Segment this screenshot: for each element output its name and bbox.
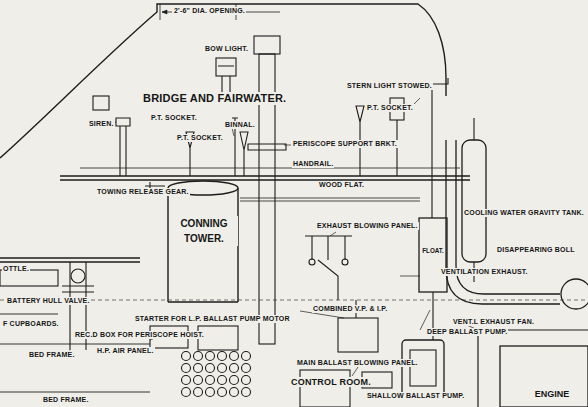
vent-fan-frame [478, 330, 588, 407]
gauge [230, 352, 239, 361]
exhaust-blowing-panel [305, 236, 352, 300]
float-pipe [426, 78, 448, 218]
combined-vp-ip [338, 318, 378, 352]
pt-socket [240, 132, 248, 176]
part-label: WOOD FLAT. [318, 181, 365, 189]
part-label: DISAPPEARING BOLL [496, 246, 576, 254]
part-label: TOWING RELEASE GEAR. [96, 188, 190, 196]
gauge [182, 364, 191, 373]
part-label: BINNAL. [224, 121, 256, 129]
part-label: BATTERY HULL VALVE. [6, 297, 91, 305]
valve [309, 259, 315, 265]
part-label: VENT.L EXHAUST FAN. [452, 318, 535, 326]
part-label: VENTILATION EXHAUST. [440, 268, 529, 276]
part-title: FLOAT. [421, 246, 445, 255]
labelled-part: FLOAT. [419, 244, 447, 257]
tank-pipe [473, 118, 474, 282]
cooling-water-tank [462, 140, 486, 262]
gauge [206, 376, 215, 385]
gauge [242, 352, 251, 361]
part-title: CONNING TOWER. [170, 216, 238, 246]
casing-line [0, 258, 140, 262]
conning-tower [168, 188, 238, 302]
part-label: COOLING WATER GRAVITY TANK. [463, 209, 585, 217]
gauge [218, 364, 227, 373]
part-label: REC.D BOX FOR PERISCOPE HOIST. [74, 331, 205, 339]
part-label: HANDRAIL. [292, 160, 334, 168]
labelled-part: CONNING TOWER. [170, 214, 238, 248]
part-label: P.T. SOCKET. [150, 114, 198, 122]
part-label: P.T. SOCKET. [366, 104, 414, 112]
leader-line [55, 98, 478, 376]
deep-ballast-pump [402, 340, 444, 396]
periscope-bracket [248, 144, 286, 150]
ventilation-exhaust [446, 140, 560, 304]
bow-light [216, 58, 236, 76]
gauge [182, 388, 191, 397]
bridge-deck [60, 176, 470, 180]
gauge [218, 376, 227, 385]
exhaust-fan [561, 279, 588, 309]
part-label: BRIDGE AND FAIRWATER. [142, 92, 287, 105]
part-label: F CUPBOARDS. [2, 320, 60, 328]
part-label: BED FRAME. [28, 351, 76, 359]
part-label: H.P. AIR PANEL. [96, 347, 155, 355]
part-label: MAIN BALLAST BLOWING PANEL. [296, 359, 419, 367]
gauge [206, 364, 215, 373]
labelled-part: ENGINE [522, 386, 582, 404]
gauge [218, 388, 227, 397]
gauge [206, 388, 215, 397]
main-ballast-panel [300, 370, 350, 407]
periscope-head [254, 36, 280, 54]
part-label: EXHAUST BLOWING PANEL. [316, 222, 419, 230]
part-title: ENGINE [534, 388, 571, 402]
part-label: OTTLE. [2, 265, 30, 273]
handrail [80, 168, 460, 169]
gauge [230, 376, 239, 385]
wood-flat [240, 198, 420, 201]
gauge [230, 364, 239, 373]
part-label: SIREN. [88, 120, 115, 128]
part-label: STARTER FOR L.P. BALLAST PUMP MOTOR [134, 315, 291, 323]
fairwater-outline [0, 4, 446, 158]
fitting-box [93, 96, 109, 110]
dimension-line [160, 4, 280, 20]
gauge [194, 364, 203, 373]
part-label: 2'-6" DIA. OPENING. [173, 7, 246, 15]
hp-air-panel [182, 352, 251, 397]
siren [116, 118, 130, 176]
engine [500, 346, 588, 407]
part-label: CONTROL ROOM. [290, 377, 372, 387]
gauge [206, 352, 215, 361]
gauge [242, 376, 251, 385]
part-label: STERN LIGHT STOWED. [346, 82, 433, 90]
part-label: BOW LIGHT. [204, 45, 249, 53]
part-label: PERISCOPE SUPPORT BRKT. [292, 140, 398, 148]
gauge [194, 352, 203, 361]
gauge [194, 376, 203, 385]
gauge [182, 352, 191, 361]
hull-valve-wheel [71, 269, 85, 283]
part-label: DEEP BALLAST PUMP. [426, 328, 508, 336]
gauge [182, 376, 191, 385]
pump-motor [410, 350, 436, 386]
part-label: P.T. SOCKET. [176, 134, 224, 142]
valve [342, 259, 348, 265]
gauge [194, 388, 203, 397]
float [419, 218, 447, 292]
gauge [242, 388, 251, 397]
gauge [218, 352, 227, 361]
part-label: BED FRAME. [42, 396, 90, 404]
part-label: COMBINED V.P. & I.P. [312, 305, 388, 313]
part-label: SHALLOW BALLAST PUMP. [366, 392, 465, 400]
gauge [242, 364, 251, 373]
gauge [230, 388, 239, 397]
